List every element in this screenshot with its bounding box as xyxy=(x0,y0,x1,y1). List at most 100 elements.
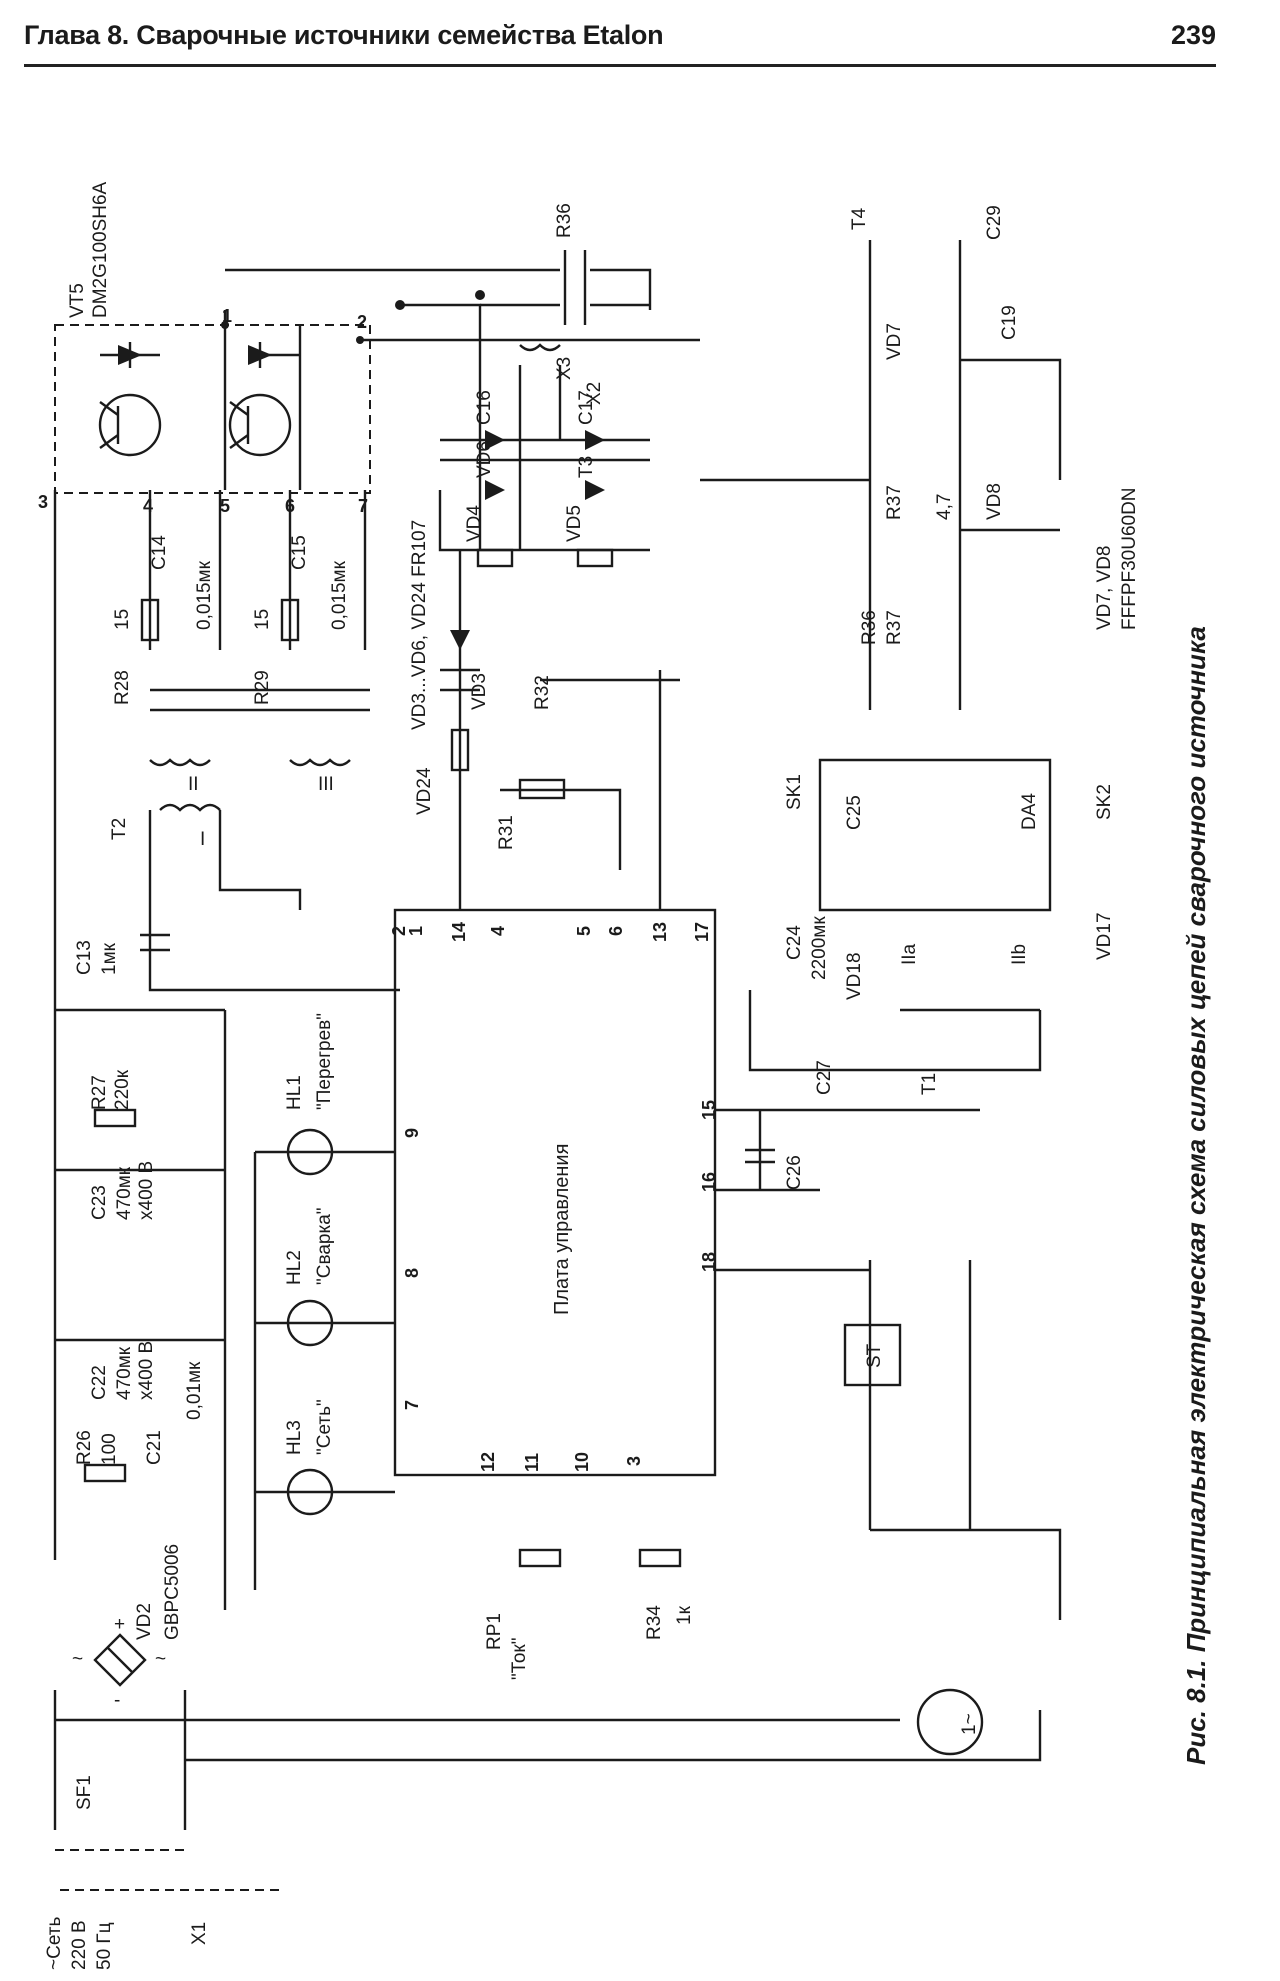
vt5-ref: VT5 xyxy=(67,283,88,318)
t2-ref: T2 xyxy=(109,818,130,840)
c23-value1: 470мк xyxy=(114,1166,135,1220)
vd-bridge xyxy=(485,430,605,500)
vt5-value: DM2G100SH6A xyxy=(90,181,111,318)
pin-8: 8 xyxy=(402,1268,422,1278)
vd2-ref: VD2 xyxy=(134,1603,155,1640)
pin-11: 11 xyxy=(522,1453,542,1472)
r36-ref: SK1 xyxy=(784,774,805,810)
pin-3: 3 xyxy=(624,1456,644,1466)
svg-text:HL2: HL2 xyxy=(284,1250,305,1285)
c15-value: 0,015мк xyxy=(329,560,350,630)
svg-text:2: 2 xyxy=(357,312,367,332)
svg-text:4: 4 xyxy=(143,496,153,516)
pin-16: 16 xyxy=(699,1172,719,1192)
chapter-title: Глава 8. Сварочные источники семейства E… xyxy=(24,20,664,50)
r30-ref: VD8 xyxy=(984,483,1005,520)
pin-2: 2 xyxy=(389,926,409,936)
l1-value: R37 xyxy=(884,610,905,645)
vd8-ref: DA4 xyxy=(1019,793,1040,830)
winding-IIa-t4: IIa xyxy=(899,943,920,965)
motor-m1 xyxy=(916,1688,984,1756)
winding-II: II xyxy=(188,774,199,795)
sk1-ref: C27 xyxy=(814,1060,835,1095)
vd4-ref: T3 xyxy=(576,456,597,478)
pin-10: 10 xyxy=(572,1452,592,1472)
igbt-lower xyxy=(228,393,292,457)
c13-value: 1мк xyxy=(99,942,120,975)
svg-text:~: ~ xyxy=(72,1649,83,1670)
indicator-hl1: HL1 "Перегрев" xyxy=(284,1013,335,1176)
c20-ref: VD7 xyxy=(884,323,905,360)
c21-value: 0,01мк xyxy=(184,1361,205,1420)
page-number: 239 xyxy=(1170,20,1216,50)
winding-III: III xyxy=(318,774,334,795)
vd78-note: VD7, VD8 xyxy=(1094,546,1115,630)
mains-label-3: 50 Гц xyxy=(94,1922,115,1970)
svg-text:3: 3 xyxy=(38,492,48,512)
vd3-ref: VD6 xyxy=(474,441,495,478)
pin-14: 14 xyxy=(449,922,469,942)
indicator-hl2: HL2 "Сварка" xyxy=(284,1207,335,1347)
pin-12: 12 xyxy=(478,1452,498,1472)
figure-caption: Рис. 8.1. Принципиальная электрическая с… xyxy=(1181,626,1211,1765)
board-right-pins: 12 11 10 3 xyxy=(478,1452,644,1472)
c22-value1: 470мк xyxy=(114,1346,135,1400)
pin-18: 18 xyxy=(699,1252,719,1272)
control-board xyxy=(393,908,717,1477)
r33-ref: VD24 xyxy=(414,767,435,815)
pin-17: 17 xyxy=(692,922,712,942)
pin-5: 5 xyxy=(574,926,594,936)
svg-text:1: 1 xyxy=(222,306,232,326)
c29-ref: C26 xyxy=(784,1155,805,1190)
c30-ref: R32 xyxy=(532,675,553,710)
r27-ref: R27 xyxy=(89,1075,110,1110)
svg-text:5: 5 xyxy=(220,496,230,516)
sk2-ref: T1 xyxy=(919,1073,940,1095)
svg-text:-: - xyxy=(114,1690,120,1711)
vd24-ref: VD3 xyxy=(469,673,490,710)
l1-ref: R36 xyxy=(859,610,880,645)
r28-value: 15 xyxy=(112,609,133,630)
vd19-ref: C19 xyxy=(999,305,1020,340)
r31-ref: VD4 xyxy=(464,505,485,542)
mains-label-2: 220 В xyxy=(69,1920,90,1970)
c28-ref: R37 xyxy=(884,485,905,520)
r32-ref: VD5 xyxy=(564,505,585,542)
x3-ref: C29 xyxy=(984,205,1005,240)
vd-fast-note: VD3...VD6, VD24 FR107 xyxy=(409,520,430,730)
r26-value: 100 xyxy=(99,1433,120,1465)
board-bottom-pins: 18 16 15 xyxy=(699,1100,719,1272)
sf1-ref: SF1 xyxy=(74,1775,95,1810)
c17-ref: R36 xyxy=(554,203,575,238)
r29-value: 15 xyxy=(252,609,273,630)
svg-text:~: ~ xyxy=(155,1649,166,1670)
c23-ref: C23 xyxy=(89,1185,110,1220)
vd6-ref: C17 xyxy=(576,390,597,425)
x2-ref: T4 xyxy=(849,207,870,230)
winding-IIb-t4: IIb xyxy=(1009,944,1030,965)
vt5-pins: 1 2 3 4 5 6 7 xyxy=(38,306,368,516)
vd2-value: GBPC5006 xyxy=(162,1544,183,1640)
c19-ref: VD17 xyxy=(1094,912,1115,960)
c14-value: 0,015мк xyxy=(194,560,215,630)
c13-ref: C13 xyxy=(74,940,95,975)
schematic-diagram: Рис. 8.1. Принципиальная электрическая с… xyxy=(38,181,1211,1970)
r34-ref: R34 xyxy=(644,1605,665,1640)
c28-value: 4,7 xyxy=(934,494,955,520)
t4-ref: VD18 xyxy=(844,952,865,1000)
c21-ref: C21 xyxy=(144,1430,165,1465)
r29-ref: R29 xyxy=(252,670,273,705)
svg-text:"Сеть": "Сеть" xyxy=(314,1399,335,1455)
svg-text:HL1: HL1 xyxy=(284,1075,305,1110)
r34-value: 1к xyxy=(674,1605,695,1625)
svg-text:7: 7 xyxy=(358,496,368,516)
mains-label-1: ~Сеть xyxy=(44,1917,65,1970)
pin-7: 7 xyxy=(402,1400,422,1410)
c18-value: 2200мк xyxy=(809,916,830,980)
pin-15: 15 xyxy=(699,1100,719,1120)
pin-9: 9 xyxy=(402,1128,422,1138)
c22-value2: x400 В xyxy=(136,1341,157,1400)
svg-text:+: + xyxy=(114,1614,125,1635)
t3-ref: X2 xyxy=(584,382,605,405)
board-top-pins: 17 13 6 5 4 14 1 2 xyxy=(389,922,712,942)
